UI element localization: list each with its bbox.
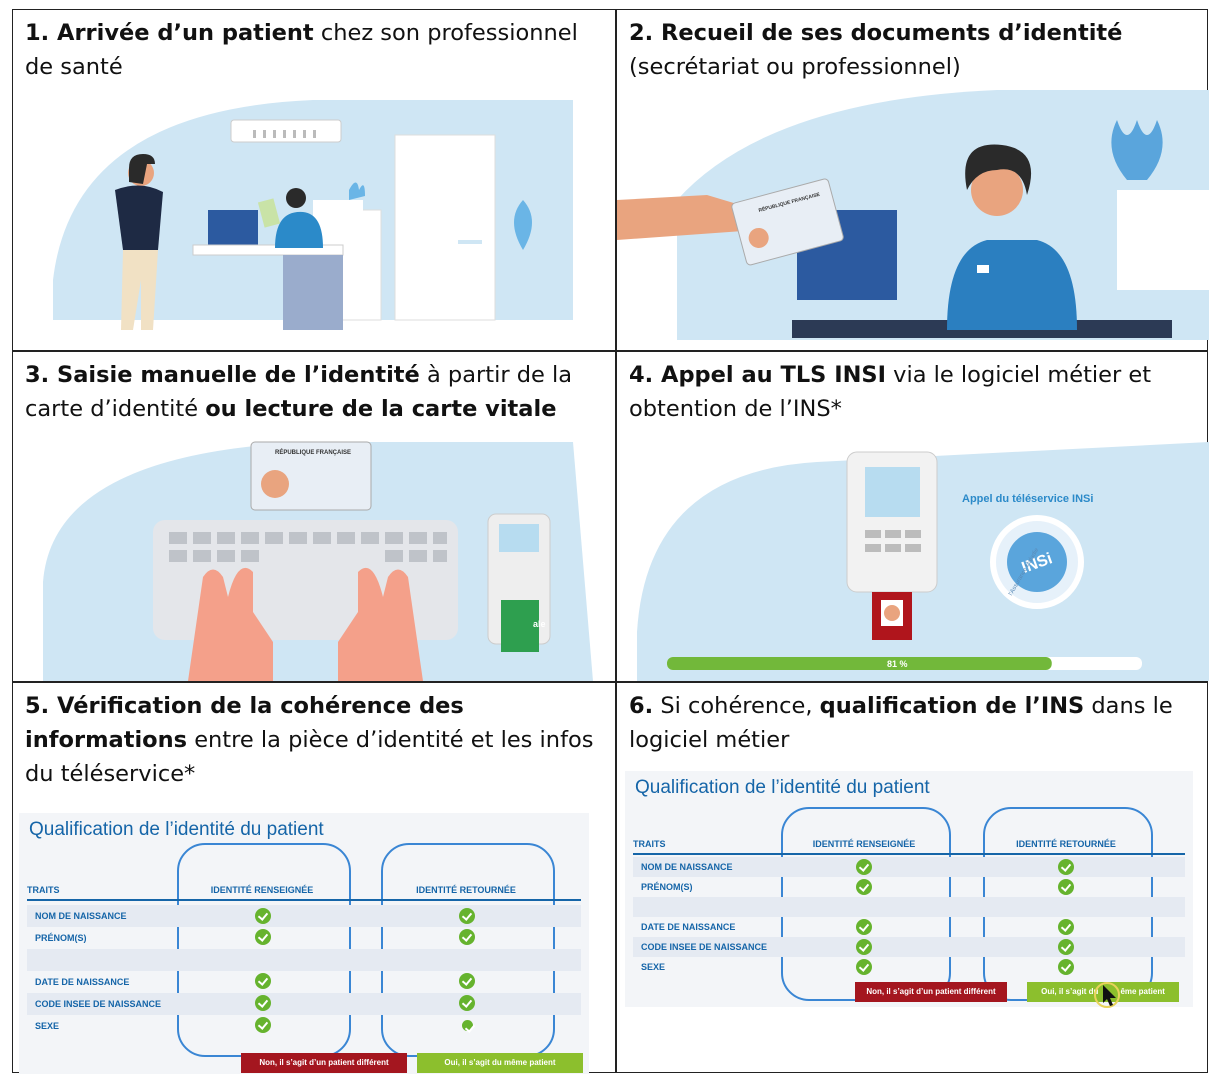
insi-title: Appel du téléservice INSi: [962, 493, 1093, 505]
traits-header: TRAITS: [633, 839, 666, 849]
table-row: CODE INSEE DE NAISSANCE: [633, 937, 1185, 957]
panel-6-caption: 6. Si cohérence, qualification de l’INS …: [629, 693, 1173, 753]
check-icon: [255, 908, 271, 924]
panel-verification: 5. Vérification de la cohérence des info…: [13, 683, 615, 1074]
insi-illustration: Appel du téléservice INSi INSi l’Assuran…: [637, 442, 1209, 681]
renseignee-header: IDENTITÉ RENSEIGNÉE: [812, 839, 916, 849]
panel-insi: 4. Appel au TLS INSI via le logiciel mét…: [617, 352, 1209, 681]
table-row: NOM DE NAISSANCE: [27, 905, 581, 927]
table-row: [633, 897, 1185, 917]
check-icon: [459, 908, 475, 924]
check-icon: [856, 859, 872, 875]
retournee-header: IDENTITÉ RETOURNÉE: [1016, 839, 1116, 849]
cursor-icon: [1094, 982, 1120, 1008]
table-row: DATE DE NAISSANCE: [641, 922, 736, 932]
table-row: [27, 949, 581, 971]
check-icon: [1058, 879, 1074, 895]
table-row: PRÉNOM(S): [641, 882, 693, 892]
entry-illustration: RÉPUBLIQUE FRANÇAISE ale: [43, 441, 593, 681]
check-icon: [856, 919, 872, 935]
arrival-illustration: [53, 100, 573, 330]
check-icon: [462, 1020, 473, 1031]
check-icon: [1058, 919, 1074, 935]
different-patient-button[interactable]: Non, il s’agit d’un patient différent: [241, 1053, 407, 1073]
panel-entry: 3. Saisie manuelle de l’identité à parti…: [13, 352, 615, 681]
check-icon: [459, 929, 475, 945]
panel-2-caption: 2. Recueil de ses documents d’identité (…: [629, 20, 1123, 80]
renseignee-header: IDENTITÉ RENSEIGNÉE: [210, 885, 314, 895]
panel-qualification: 6. Si cohérence, qualification de l’INS …: [617, 683, 1209, 1074]
vitale-text: ale: [533, 619, 546, 629]
qualification-title: Qualification de l’identité du patient: [29, 819, 324, 840]
infographic-grid: 1. Arrivée d’un patient chez son profess…: [12, 9, 1209, 1074]
panel-arrival: 1. Arrivée d’un patient chez son profess…: [13, 10, 615, 350]
check-icon: [1058, 859, 1074, 875]
qualification-table-6: Qualification de l’identité du patient T…: [625, 771, 1193, 1008]
row-divider-1: [13, 350, 1207, 352]
check-icon: [255, 995, 271, 1011]
table-row: PRÉNOM(S): [35, 933, 87, 943]
check-icon: [459, 995, 475, 1011]
header-rule: [27, 899, 581, 901]
table-row: DATE DE NAISSANCE: [35, 977, 130, 987]
check-icon: [1058, 939, 1074, 955]
check-icon: [459, 973, 475, 989]
panel-3-caption: 3. Saisie manuelle de l’identité à parti…: [25, 362, 573, 422]
different-patient-button[interactable]: Non, il s’agit d’un patient différent: [855, 982, 1007, 1002]
check-icon: [255, 929, 271, 945]
check-icon: [1058, 959, 1074, 975]
panel-5-caption: 5. Vérification de la cohérence des info…: [25, 693, 594, 787]
table-row: SEXE: [641, 962, 666, 972]
qualification-title: Qualification de l’identité du patient: [635, 777, 930, 798]
check-icon: [255, 1017, 271, 1033]
table-row: CODE INSEE DE NAISSANCE: [27, 993, 581, 1015]
header-rule: [633, 853, 1185, 855]
progress-fill: [667, 657, 1052, 670]
traits-header: TRAITS: [27, 885, 60, 895]
check-icon: [856, 959, 872, 975]
column-divider: [615, 10, 617, 1072]
same-patient-button[interactable]: Oui, il s’agit du même patient: [417, 1053, 583, 1073]
check-icon: [856, 939, 872, 955]
id-card-text-2: RÉPUBLIQUE FRANÇAISE: [275, 448, 351, 456]
panel-4-caption: 4. Appel au TLS INSI via le logiciel mét…: [629, 362, 1152, 422]
table-row: NOM DE NAISSANCE: [633, 857, 1185, 877]
row-divider-2: [13, 681, 1207, 683]
check-icon: [255, 973, 271, 989]
qualification-table-5: Qualification de l’identité du patient T…: [19, 813, 589, 1074]
panel-1-caption: 1. Arrivée d’un patient chez son profess…: [25, 20, 578, 80]
table-row: SEXE: [35, 1021, 60, 1031]
progress-label: 81 %: [887, 659, 908, 669]
documents-illustration: RÉPUBLIQUE FRANÇAISE: [617, 90, 1209, 340]
check-icon: [856, 879, 872, 895]
panel-documents: 2. Recueil de ses documents d’identité (…: [617, 10, 1209, 350]
retournee-header: IDENTITÉ RETOURNÉE: [416, 885, 516, 895]
